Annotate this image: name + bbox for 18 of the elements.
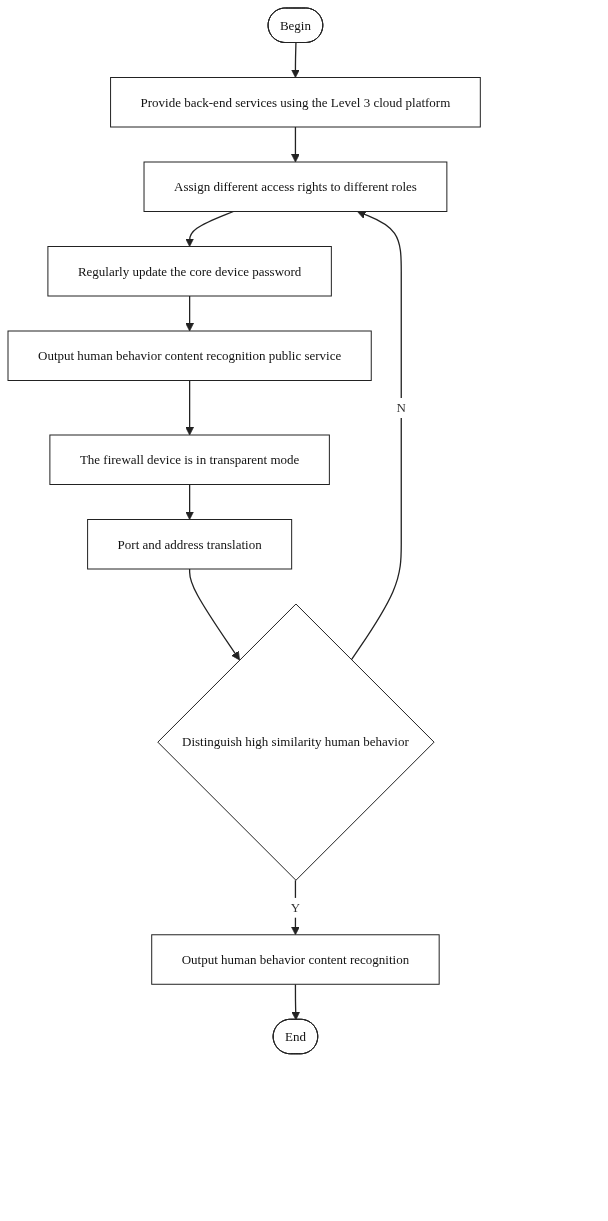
arrow xyxy=(185,379,195,436)
node-box: Port and address translation xyxy=(87,519,293,570)
arrow xyxy=(291,983,301,1021)
node-box: The firewall device is in transparent mode xyxy=(49,434,330,485)
arrow xyxy=(291,42,300,78)
node-box: Output human behavior content recognition public service xyxy=(7,330,372,381)
node-box: Regularly update the core device password xyxy=(47,246,332,297)
arrow xyxy=(185,483,195,520)
node-box: Assign different access rights to different roles xyxy=(143,161,448,212)
arrow xyxy=(350,210,402,661)
arrow xyxy=(291,126,300,163)
edge-label: Y xyxy=(290,899,301,915)
node-box: Output human behavior content recognition xyxy=(151,934,440,985)
edge-label: N xyxy=(396,400,406,415)
arrow xyxy=(189,568,240,661)
node-box: Provide back-end services using the Level 3 cloud platform xyxy=(110,77,481,128)
node-diamond: Distinguish high similarity human behavior xyxy=(157,603,435,881)
arrow xyxy=(185,295,195,332)
